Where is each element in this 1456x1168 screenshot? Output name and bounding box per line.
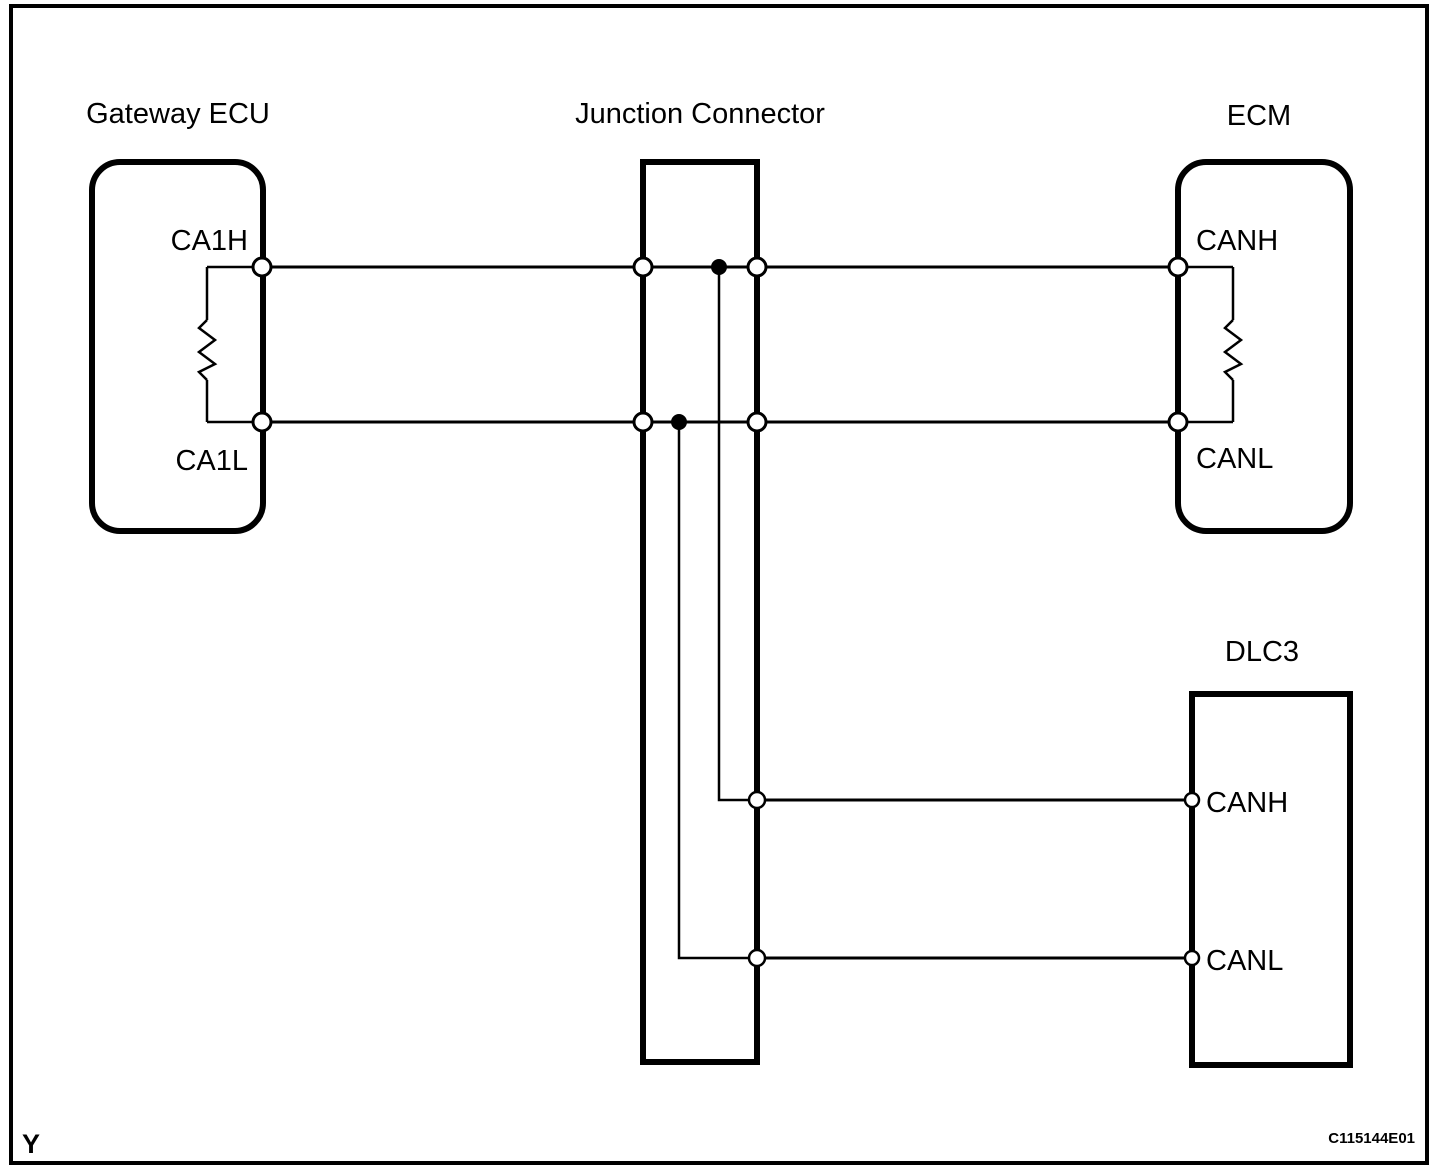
label-dlc3-pin-canl: CANL — [1206, 945, 1283, 977]
label-junction-connector-title: Junction Connector — [575, 98, 825, 130]
ecm-box — [1175, 159, 1353, 534]
label-ecm-pin-canh: CANH — [1196, 225, 1278, 257]
pin-junction-h-left[interactable] — [632, 256, 654, 278]
label-gateway-ecu-title: Gateway ECU — [86, 98, 270, 130]
pin-junction-l-left[interactable] — [632, 411, 654, 433]
node-gateway-ecu — [89, 159, 266, 534]
pin-ecm-canl[interactable] — [1167, 411, 1189, 433]
label-gateway-pin-ca1l: CA1L — [175, 445, 248, 477]
pin-gateway-ca1h[interactable] — [251, 256, 273, 278]
page-border — [9, 4, 1429, 1165]
label-ecm-title: ECM — [1227, 100, 1291, 132]
junction-connector-box — [640, 159, 760, 1065]
junction-dot-canl — [671, 414, 687, 430]
label-ecm-pin-canl: CANL — [1196, 443, 1273, 475]
gateway-ecu-box — [89, 159, 266, 534]
node-ecm — [1175, 159, 1353, 534]
figure-code: C115144E01 — [1328, 1130, 1415, 1147]
wire-canl-branch-down — [677, 422, 757, 960]
pin-junction-dlc3-h[interactable] — [747, 790, 767, 810]
label-dlc3-title: DLC3 — [1225, 636, 1299, 668]
wire-canh-branch-down — [717, 267, 757, 802]
ecm-terminating-resistor — [1222, 319, 1244, 381]
dlc3-box — [1189, 691, 1353, 1068]
pin-junction-l-right[interactable] — [746, 411, 768, 433]
pin-gateway-ca1l[interactable] — [251, 411, 273, 433]
node-junction-connector — [640, 159, 760, 1065]
junction-dot-canh — [711, 259, 727, 275]
pin-junction-h-right[interactable] — [746, 256, 768, 278]
corner-mark: Y — [22, 1129, 40, 1159]
label-dlc3-pin-canh: CANH — [1206, 787, 1288, 819]
pin-junction-dlc3-l[interactable] — [747, 948, 767, 968]
pin-ecm-canh[interactable] — [1167, 256, 1189, 278]
node-dlc3 — [1189, 691, 1353, 1068]
gateway-terminating-resistor — [196, 319, 218, 381]
pin-dlc3-canh[interactable] — [1183, 791, 1201, 809]
pin-dlc3-canl[interactable] — [1183, 949, 1201, 967]
label-gateway-pin-ca1h: CA1H — [171, 225, 248, 257]
